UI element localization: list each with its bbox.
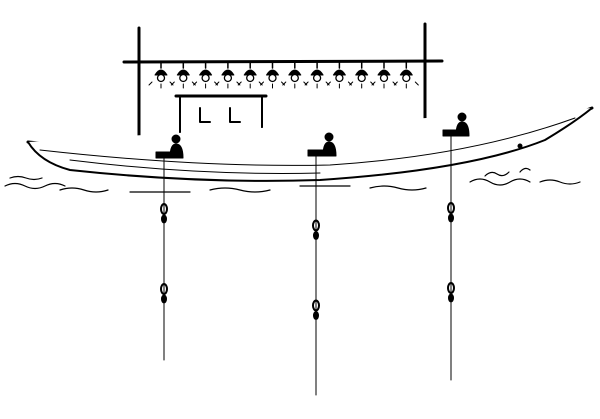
jig-icon	[312, 299, 320, 320]
lamp-icon	[193, 61, 219, 89]
jig-icon	[447, 282, 455, 303]
lamp-crossbar	[122, 59, 444, 64]
lamp-icon	[349, 61, 375, 89]
fishing-line	[447, 135, 455, 381]
reel-icon	[307, 149, 325, 157]
reel-icon	[155, 151, 173, 159]
lamp-icon	[282, 61, 308, 89]
fisher	[322, 132, 337, 157]
lamp-icon	[304, 61, 330, 89]
lamp-icon	[170, 61, 196, 89]
jig-icon	[160, 283, 168, 304]
fisher	[169, 134, 184, 159]
lamp-icon	[326, 61, 352, 89]
hull	[26, 106, 594, 182]
lamp-icon	[393, 61, 419, 89]
lamp-row	[148, 61, 419, 89]
lamp-icon	[237, 61, 263, 89]
fishing-line	[312, 155, 320, 396]
lamp-icon	[260, 61, 285, 89]
jig-icon	[160, 203, 168, 224]
lamp-icon	[215, 61, 241, 89]
jig-icon	[447, 202, 455, 223]
water-surface	[4, 167, 581, 193]
reel-icon	[442, 129, 460, 137]
jig-icon	[312, 219, 320, 240]
lamp-icon	[148, 61, 174, 89]
fishing-line	[160, 157, 168, 361]
lamp-icon	[371, 61, 397, 89]
